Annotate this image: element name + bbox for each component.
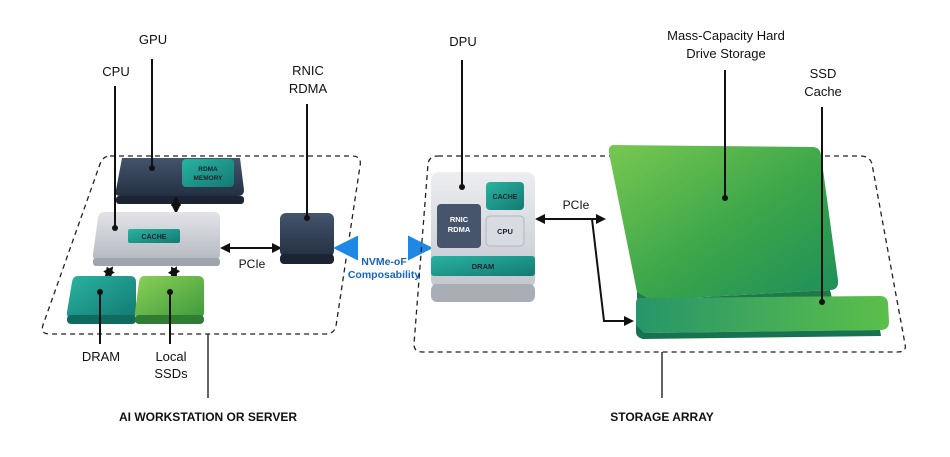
workstation-pcie-label: PCIe	[239, 257, 266, 271]
rdma-memory-block	[182, 159, 234, 187]
dpu-rnic-label-line1: RNIC	[450, 215, 469, 224]
dpu-chip: RNIC RDMA CACHE CPU DRAM	[431, 172, 535, 302]
hdd-storage-block	[608, 145, 839, 308]
dpu-rnic-block	[437, 204, 481, 248]
ssd-cache-label-line2: Cache	[804, 84, 842, 99]
storage-caption: STORAGE ARRAY	[610, 410, 714, 424]
cpu-label: CPU	[102, 64, 129, 79]
ssd-cache-label-line1: SSD	[810, 66, 837, 81]
storage-array-boundary	[413, 155, 906, 353]
gpu-chip: RDMA MEMORY	[115, 158, 244, 204]
dpu-rnic-label-line2: RDMA	[448, 225, 471, 234]
cpu-cache-block	[128, 229, 180, 243]
dpu-label: DPU	[449, 34, 476, 49]
ssd-cache-block	[636, 296, 889, 339]
rnic-label-line1: RNIC	[292, 63, 324, 78]
cpu-cache-label: CACHE	[142, 234, 167, 241]
hdd-label-line2: Drive Storage	[686, 46, 765, 61]
rnic-label-line2: RDMA	[289, 81, 328, 96]
nvmeof-label-line1: NVMe-oF	[361, 256, 407, 268]
dpu-cache-block	[486, 182, 524, 210]
cpu-ssd-arrow	[167, 266, 181, 278]
cpu-chip: CACHE	[92, 212, 220, 266]
rnic-chip	[280, 213, 334, 264]
gpu-label: GPU	[139, 32, 167, 47]
dpu-cpu-block	[485, 215, 525, 247]
dram-label: DRAM	[82, 349, 120, 364]
local-ssds-label-line2: SSDs	[154, 366, 188, 381]
dpu-dram-label: DRAM	[472, 262, 495, 271]
storage-pcie-label: PCIe	[563, 198, 590, 212]
dpu-cache-label: CACHE	[493, 194, 518, 201]
local-ssds-label-line1: Local	[155, 349, 186, 364]
hdd-label-line1: Mass-Capacity Hard	[667, 28, 785, 43]
nvmeof-label-line2: Composability	[348, 269, 421, 281]
dpu-dram-block	[431, 256, 535, 276]
rdma-memory-label-line2: MEMORY	[193, 175, 223, 182]
dpu-ssd-arrow	[591, 218, 634, 326]
dram-module	[66, 276, 136, 324]
rdma-memory-label-line1: RDMA	[198, 166, 218, 173]
dpu-cpu-label: CPU	[497, 227, 513, 236]
workstation-boundary	[41, 155, 361, 335]
workstation-caption: AI WORKSTATION OR SERVER	[119, 410, 297, 424]
cpu-dram-arrow	[103, 266, 115, 278]
